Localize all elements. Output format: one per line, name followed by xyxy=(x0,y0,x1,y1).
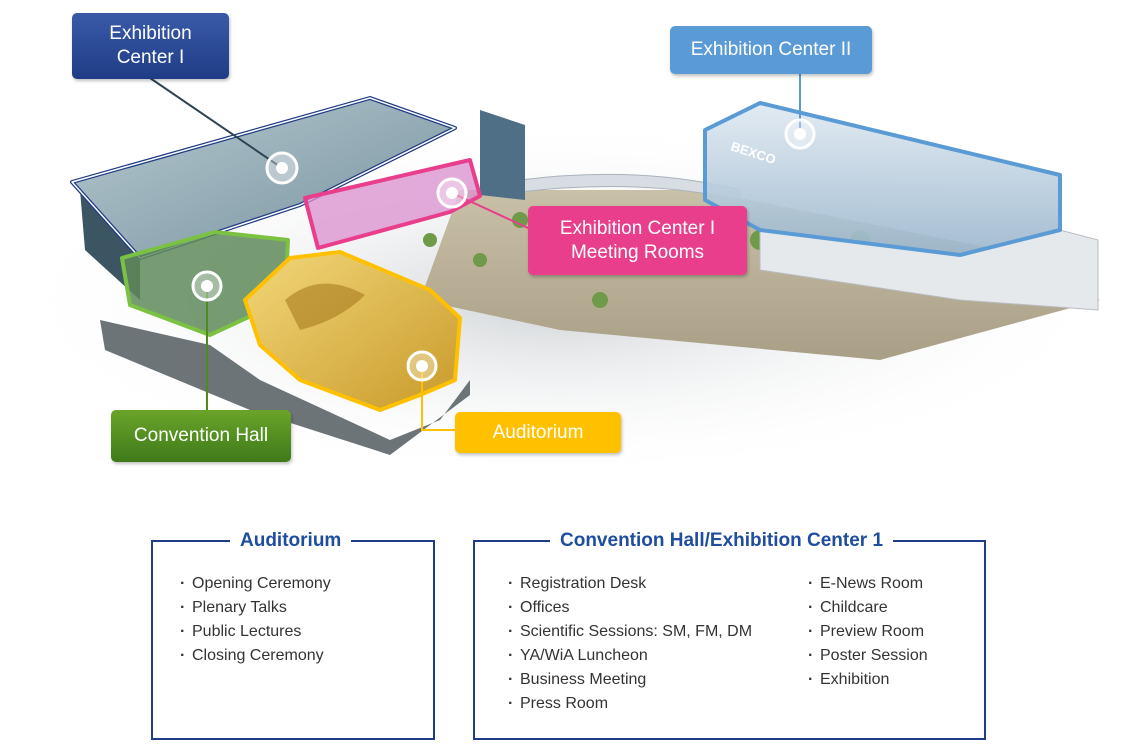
meeting-rooms-label-line2: Meeting Rooms xyxy=(570,241,705,263)
lower-terrace xyxy=(100,320,470,455)
convention-hall-marker[interactable] xyxy=(191,270,223,302)
ec1-marker[interactable] xyxy=(265,151,299,185)
ec1-tower xyxy=(480,110,525,200)
list-item: Public Lectures xyxy=(180,620,331,644)
convention-item-list-right: E-News Room Childcare Preview Room Poste… xyxy=(808,572,928,692)
convention-hall-label-text: Convention Hall xyxy=(133,425,269,446)
ec2-outline xyxy=(703,101,1062,257)
exhibition-center-2-label[interactable]: Exhibition Center II xyxy=(670,26,872,74)
exhibition-center-1-label-line2: Center I xyxy=(116,47,185,68)
list-item: Opening Ceremony xyxy=(180,572,331,596)
ec1-outline-inner xyxy=(71,97,456,259)
exhibition-center-2-label-text: Exhibition Center II xyxy=(690,39,852,60)
exhibition-center-1-label-line1: Exhibition xyxy=(109,23,192,44)
list-item: Offices xyxy=(508,596,752,620)
meeting-rooms-outline xyxy=(303,158,482,250)
list-item: Plenary Talks xyxy=(180,596,331,620)
convention-item-list-left: Registration Desk Offices Scientific Ses… xyxy=(508,572,752,716)
ec1-building xyxy=(72,98,455,258)
list-item: Childcare xyxy=(808,596,928,620)
ec2-building xyxy=(705,103,1060,255)
auditorium-info-box: Auditorium Opening Ceremony Plenary Talk… xyxy=(151,528,435,740)
auditorium-bowl xyxy=(285,283,365,330)
list-item: Registration Desk xyxy=(508,572,752,596)
list-item: Poster Session xyxy=(808,644,928,668)
list-item: Scientific Sessions: SM, FM, DM xyxy=(508,620,752,644)
auditorium-marker[interactable] xyxy=(406,350,438,382)
auditorium-label[interactable]: Auditorium xyxy=(455,412,621,453)
list-item: Press Room xyxy=(508,692,752,716)
convention-info-box: Convention Hall/Exhibition Center 1 Regi… xyxy=(473,528,986,740)
exhibition-center-1-label[interactable]: Exhibition Center I xyxy=(72,13,229,79)
meeting-rooms-building xyxy=(305,160,480,248)
list-item: Preview Room xyxy=(808,620,928,644)
auditorium-item-list: Opening Ceremony Plenary Talks Public Le… xyxy=(180,572,331,668)
meeting-rooms-label-line1: Exhibition Center I xyxy=(559,217,716,239)
meeting-rooms-marker[interactable] xyxy=(436,177,468,209)
auditorium-outline xyxy=(243,250,462,412)
list-item: E-News Room xyxy=(808,572,928,596)
auditorium-label-text: Auditorium xyxy=(492,421,584,443)
list-item: Exhibition xyxy=(808,668,928,692)
auditorium-box-title: Auditorium xyxy=(230,528,352,554)
ec2-marker[interactable] xyxy=(784,118,816,150)
list-item: Business Meeting xyxy=(508,668,752,692)
list-item: Closing Ceremony xyxy=(180,644,331,668)
list-item: YA/WiA Luncheon xyxy=(508,644,752,668)
auditorium-leader-line xyxy=(421,366,455,431)
convention-box-title: Convention Hall/Exhibition Center 1 xyxy=(550,528,894,554)
meeting-rooms-label[interactable]: Exhibition Center I Meeting Rooms xyxy=(528,206,747,275)
ec1-leader-line xyxy=(149,77,283,169)
convention-hall-label[interactable]: Convention Hall xyxy=(111,410,291,462)
